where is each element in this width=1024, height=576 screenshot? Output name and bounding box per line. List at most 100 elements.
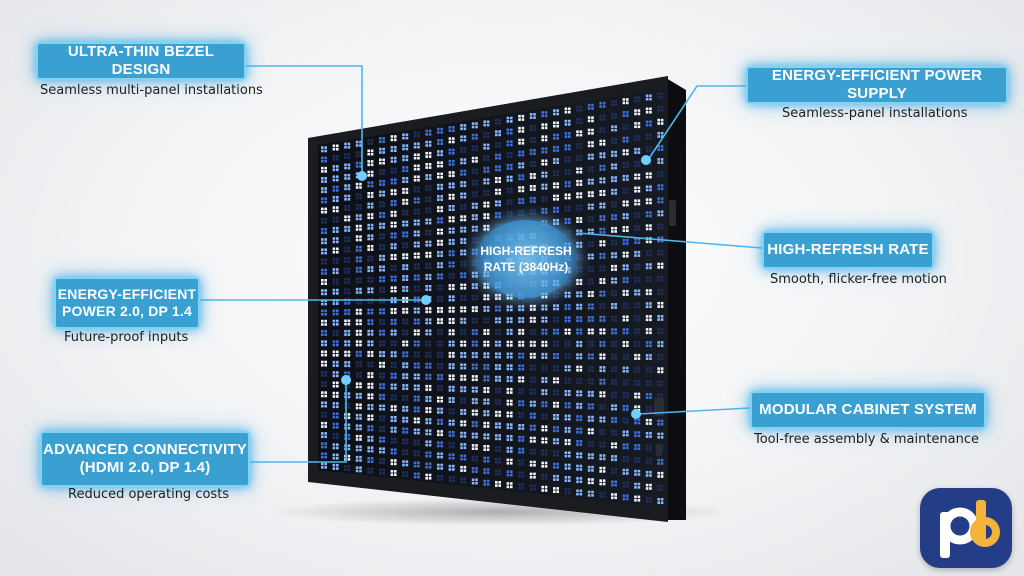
led-pixel [379,418,382,422]
led-pixel [486,344,490,347]
led-pixel [486,367,490,370]
led-pixel [591,340,594,344]
led-pixel [486,413,490,417]
led-pixel [390,203,394,206]
led-pixel [568,356,571,360]
led-pixel [413,274,417,278]
led-pixel [367,287,370,290]
led-pixel [402,416,405,420]
led-pixel [506,143,510,147]
led-pixel [321,187,324,190]
led-pixel [332,319,336,323]
led-pixel [498,340,501,344]
led-pixel [495,434,498,437]
led-pixel [591,191,594,194]
led-pixel [437,310,440,313]
led-pixel [417,208,420,212]
led-pixel [529,484,533,488]
led-pixel [568,304,571,307]
led-pixel [370,227,374,230]
led-pixel [634,366,637,370]
led-pixel [452,445,455,449]
led-pixel [483,190,486,193]
led-pixel [591,440,594,444]
led-pixel [660,266,664,269]
led-pixel [626,366,629,370]
led-pixel [626,357,629,360]
led-pixel [321,200,324,204]
led-pixel [533,212,536,215]
led-pixel [599,315,602,319]
led-pixel [564,332,568,335]
led-pixel [321,190,324,194]
led-pixel [359,319,362,322]
led-pixel [475,421,478,424]
led-pixel [379,361,382,365]
led-pixel [405,307,409,311]
led-pixel [321,360,324,364]
led-pixel [637,431,641,434]
led-pixel [576,316,579,319]
led-pixel [428,340,432,344]
led-pixel [332,302,336,305]
led-pixel [324,180,327,183]
led-pixel [324,207,327,211]
led-pixel [428,462,432,466]
led-pixel [428,151,432,155]
led-pixel [440,399,443,403]
led-pixel [460,207,463,210]
led-pixel [510,426,513,430]
led-pixel [544,187,548,190]
led-pixel [344,361,347,364]
led-pixel [336,312,339,316]
led-pixel [425,407,428,410]
led-pixel [324,156,327,160]
led-pixel [521,114,525,118]
led-pixel [587,481,591,485]
led-pixel [579,307,583,310]
led-pixel [553,377,556,380]
led-pixel [347,250,351,253]
led-pixel [321,462,324,466]
led-pixel [428,166,432,169]
led-pixel [614,255,617,259]
led-pixel [417,450,420,454]
led-pixel [471,194,475,198]
led-pixel [599,303,602,306]
led-pixel [413,340,417,344]
led-pixel [475,378,478,382]
led-pixel [645,175,649,179]
led-pixel [576,427,579,431]
led-pixel [599,306,602,310]
led-pixel [657,462,660,465]
led-pixel [486,190,490,193]
led-pixel [529,452,533,455]
led-pixel [379,194,382,197]
led-pixel [599,105,602,108]
led-pixel [553,158,556,161]
led-pixel [649,175,652,179]
led-pixel [394,232,397,235]
led-pixel [533,400,536,404]
led-pixel [587,119,591,123]
led-pixel [568,426,571,430]
led-pixel [611,331,614,335]
led-pixel [564,218,568,221]
led-pixel [471,432,475,436]
led-pixel [402,245,405,249]
led-pixel [324,238,327,241]
led-pixel [510,305,513,308]
led-pixel [591,228,594,232]
led-pixel [587,132,591,135]
led-pixel [463,423,467,427]
led-pixel [402,452,405,456]
led-pixel [405,474,409,478]
led-pixel [634,238,637,241]
led-pixel [568,467,571,470]
led-pixel [486,204,490,208]
led-pixel [379,343,382,347]
led-pixel [475,344,478,347]
led-pixel [452,171,455,174]
led-pixel [347,333,351,336]
led-pixel [344,309,347,312]
